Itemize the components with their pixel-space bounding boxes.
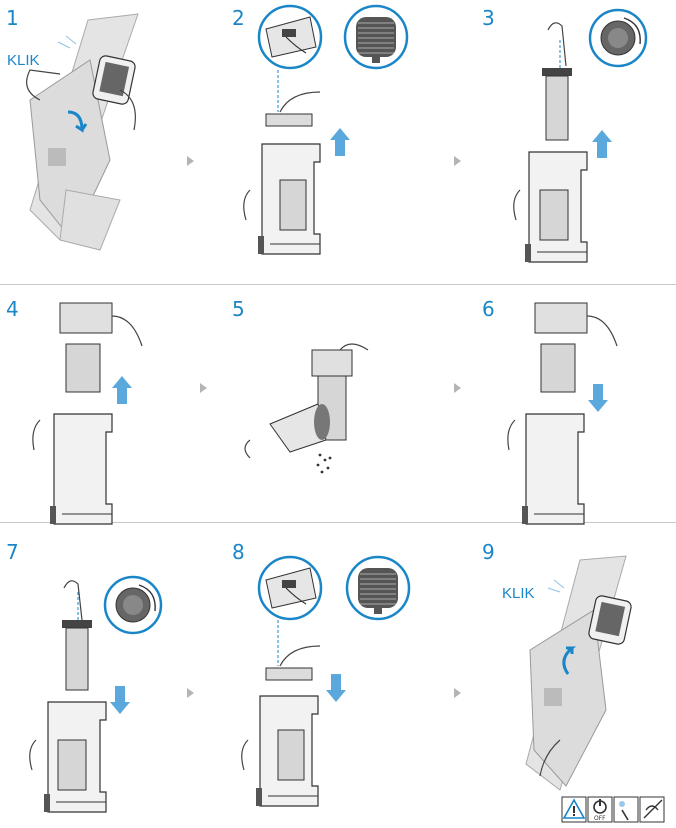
power-off-label: OFF — [594, 815, 606, 822]
step8-illustration — [242, 557, 409, 806]
no-water-icon — [614, 797, 638, 822]
step2-illustration — [244, 6, 407, 254]
step4-illustration — [33, 303, 142, 524]
no-hand-icon — [640, 797, 664, 822]
step7-illustration — [30, 577, 161, 812]
step3-illustration — [514, 10, 646, 262]
step6-illustration — [508, 303, 617, 524]
warning-triangle-icon — [562, 797, 586, 822]
power-off-icon: OFF — [588, 797, 612, 822]
step5-illustration — [245, 344, 368, 473]
step9-illustration — [526, 556, 632, 790]
warning-icons-group: OFF — [562, 797, 664, 822]
step1-illustration — [27, 14, 138, 250]
